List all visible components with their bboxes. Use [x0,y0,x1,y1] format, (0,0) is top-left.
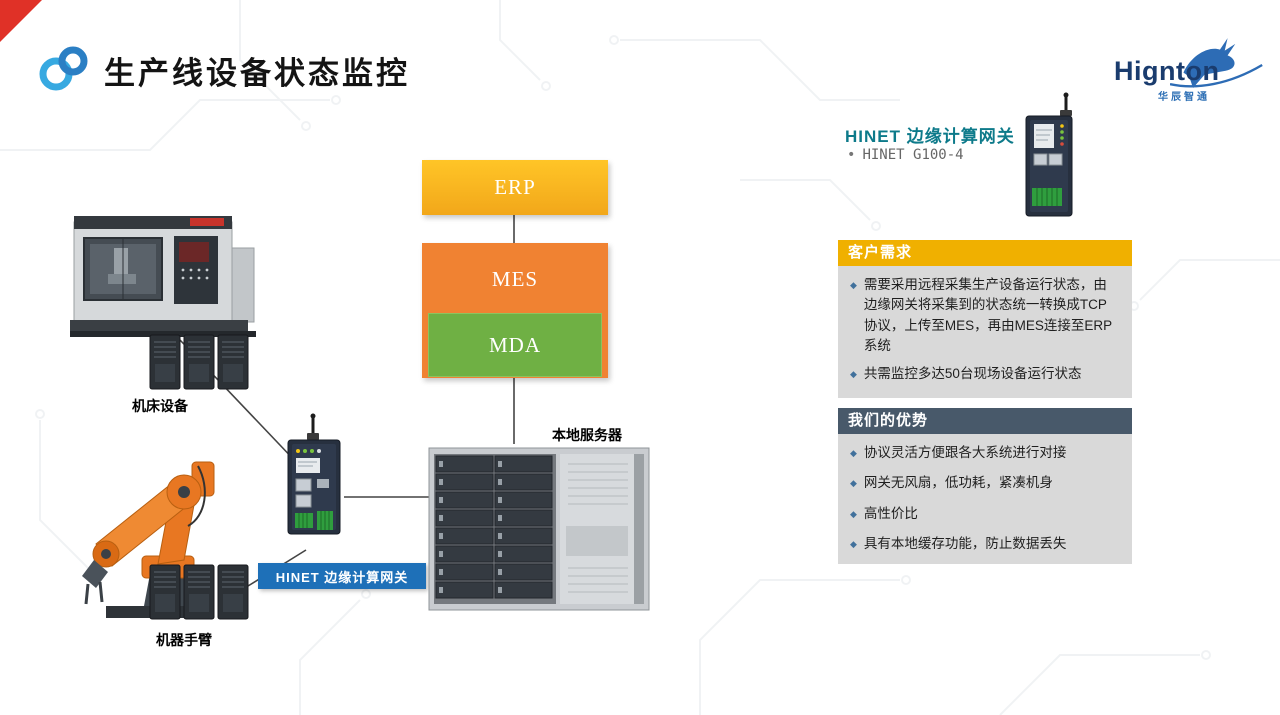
customer-needs-panel: 客户需求 ◆ 需要采用远程采集生产设备运行状态，由边缘网关将采集到的状态统一转换… [838,240,1132,398]
bullet-diamond-icon: ◆ [850,478,857,489]
list-item: ◆ 协议灵活方便跟各大系统进行对接 [850,443,1120,463]
advantages-header: 我们的优势 [838,408,1132,434]
advantages-panel: 我们的优势 ◆ 协议灵活方便跟各大系统进行对接 ◆ 网关无风扇，低功耗，紧凑机身… [838,408,1132,564]
page-title: 生产线设备状态监控 [104,56,410,91]
erp-label: ERP [494,175,536,199]
list-item: ◆ 具有本地缓存功能，防止数据丢失 [850,534,1120,554]
product-model-text: HINET G100-4 [862,147,964,163]
cnc-machine-image [70,216,256,337]
customer-needs-header: 客户需求 [838,240,1132,266]
brand-logo: Hignton 华辰智通 [1098,36,1268,106]
bullet-text: 具有本地缓存功能，防止数据丢失 [863,535,1067,551]
bullet-text: 高性价比 [863,505,918,521]
bullet-dot-icon: • [847,147,856,163]
bullet-text: 需要采用远程采集生产设备运行状态，由边缘网关将采集到的状态统一转换成TCP协议，… [863,277,1113,353]
gateway-tag: HINET 边缘计算网关 [258,563,426,589]
tower-servers-image [149,334,249,390]
gateway-tag-label: HINET 边缘计算网关 [275,569,409,585]
deer-logo-icon [1170,38,1263,89]
bullet-diamond-icon: ◆ [850,369,857,379]
bullet-text: 网关无风扇，低功耗，紧凑机身 [863,475,1053,491]
advantages-title: 我们的优势 [848,412,929,429]
machine-label: 机床设备 [132,398,188,414]
customer-needs-title: 客户需求 [848,244,913,261]
mda-box: MDA [428,313,602,377]
bullet-diamond-icon: ◆ [850,508,857,519]
brand-subtitle: 华辰智通 [1158,92,1210,103]
mes-label: MES [491,267,539,291]
bullet-text: 协议灵活方便跟各大系统进行对接 [863,445,1067,460]
bullet-diamond-icon: ◆ [850,538,857,549]
product-model: • HINET G100-4 [847,147,964,163]
customer-needs-body: ◆ 需要采用远程采集生产设备运行状态，由边缘网关将采集到的状态统一转换成TCP协… [838,266,1132,398]
bullet-diamond-icon: ◆ [850,448,857,458]
tower-servers-image-2 [149,564,249,620]
list-item: ◆ 高性价比 [850,504,1120,524]
list-item: ◆ 共需监控多达50台现场设备运行状态 [850,364,1120,384]
list-item: ◆ 需要采用远程采集生产设备运行状态，由边缘网关将采集到的状态统一转换成TCP协… [850,275,1120,356]
brand-name: Hignton [1114,56,1220,86]
blade-server-image [428,447,650,611]
corner-ribbon [0,0,42,42]
bullet-diamond-icon: ◆ [850,280,857,290]
product-title: HINET 边缘计算网关 [845,127,1015,146]
erp-box: ERP [422,160,608,215]
local-server-label: 本地服务器 [552,427,622,443]
list-item: ◆ 网关无风扇，低功耗，紧凑机身 [850,473,1120,493]
rings-logo-icon [39,46,88,91]
bullet-text: 共需监控多达50台现场设备运行状态 [863,366,1082,381]
gateway-product-image [1025,92,1073,217]
robot-label: 机器手臂 [156,632,212,648]
gateway-device-image [287,413,341,535]
mda-label: MDA [488,332,541,357]
advantages-body: ◆ 协议灵活方便跟各大系统进行对接 ◆ 网关无风扇，低功耗，紧凑机身 ◆ 高性价… [838,434,1132,564]
